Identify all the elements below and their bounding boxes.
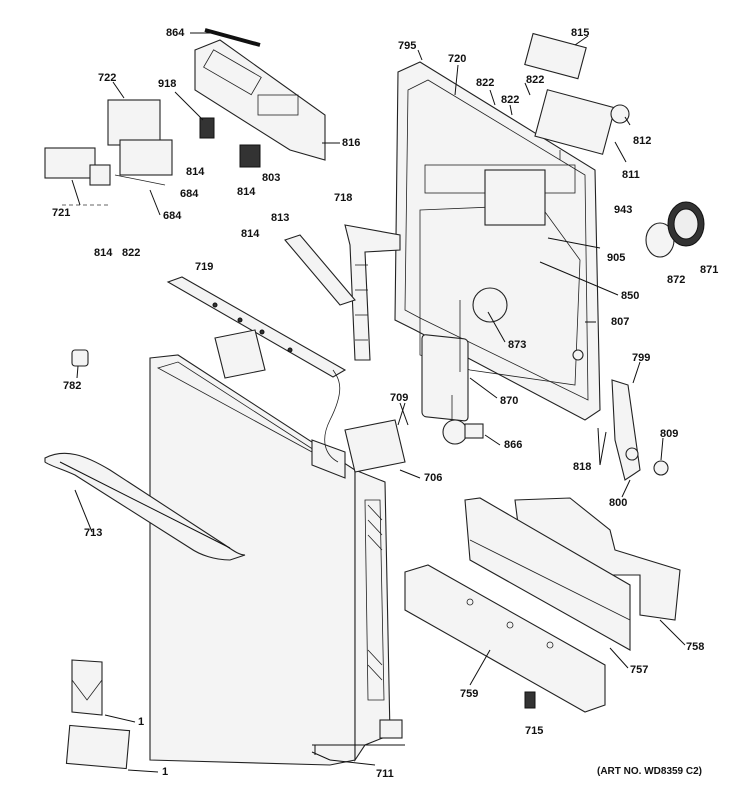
label-872: 872: [667, 274, 686, 286]
label-720: 720: [448, 53, 467, 65]
label-795: 795: [398, 40, 417, 52]
part-803: [239, 144, 261, 168]
label-871: 871: [700, 264, 719, 276]
label-918: 918: [158, 78, 177, 90]
control-bracket: [194, 39, 326, 161]
label-822-b: 822: [526, 74, 545, 86]
label-814-c: 814: [241, 228, 260, 240]
label-864: 864: [166, 27, 185, 39]
part-918: [199, 117, 215, 139]
vent-duct: [344, 224, 401, 361]
label-814-d: 814: [94, 247, 113, 259]
label-803: 803: [262, 172, 281, 184]
valve-866: [442, 395, 484, 445]
kickplate-759: [404, 564, 606, 713]
label-759: 759: [460, 688, 479, 700]
knob-809: [653, 460, 669, 476]
label-807: 807: [611, 316, 630, 328]
control-panel-strip: [166, 276, 347, 378]
door-switch-assembly: [44, 147, 111, 206]
outer-door-panel: [149, 354, 405, 766]
label-1-a: 1: [138, 716, 145, 728]
art-number: (ART NO. WD8359 C2): [597, 766, 703, 777]
label-721: 721: [52, 207, 71, 219]
label-943: 943: [614, 204, 633, 216]
vent-knob: [610, 104, 630, 124]
label-816: 816: [342, 137, 361, 149]
bracket-813: [284, 234, 356, 306]
label-850: 850: [621, 290, 640, 302]
clip-782: [71, 349, 89, 367]
vent-assembly: [534, 89, 616, 155]
label-873: 873: [508, 339, 527, 351]
label-758: 758: [686, 641, 705, 653]
label-905: 905: [607, 252, 626, 264]
literature-sheet: [71, 659, 103, 716]
literature-card: [65, 724, 131, 770]
label-812: 812: [633, 135, 652, 147]
label-711: 711: [376, 768, 394, 780]
door-hinge: [611, 379, 641, 481]
electronic-control: [107, 99, 173, 186]
label-782: 782: [63, 380, 82, 392]
label-870: 870: [500, 395, 519, 407]
label-809: 809: [660, 428, 679, 440]
label-822-c: 822: [501, 94, 520, 106]
label-713: 713: [84, 527, 103, 539]
leader-lines: [71, 32, 686, 773]
door-inner-liner: [394, 61, 601, 421]
label-800: 800: [609, 497, 628, 509]
detergent-dispenser: [421, 300, 469, 422]
label-718: 718: [334, 192, 353, 204]
label-719: 719: [195, 261, 214, 273]
badge-706: [344, 419, 406, 473]
vent-cover: [524, 32, 587, 80]
label-811: 811: [622, 169, 640, 181]
screw-715: [524, 691, 536, 709]
label-684-a: 684: [180, 188, 199, 200]
label-814-a: 814: [186, 166, 205, 178]
label-722: 722: [98, 72, 117, 84]
label-799: 799: [632, 352, 651, 364]
badge-plate: [214, 329, 266, 379]
label-706: 706: [424, 472, 443, 484]
label-813: 813: [271, 212, 290, 224]
label-709: 709: [390, 392, 409, 404]
label-814-b: 814: [237, 186, 256, 198]
label-822-a: 822: [476, 77, 495, 89]
label-822-d: 822: [122, 247, 141, 259]
panel-757: [464, 497, 631, 651]
label-866: 866: [504, 439, 523, 451]
label-815: 815: [571, 27, 590, 39]
label-715: 715: [525, 725, 544, 737]
label-1-b: 1: [162, 766, 169, 778]
label-818: 818: [573, 461, 592, 473]
label-757: 757: [630, 664, 649, 676]
label-684-b: 684: [163, 210, 182, 222]
